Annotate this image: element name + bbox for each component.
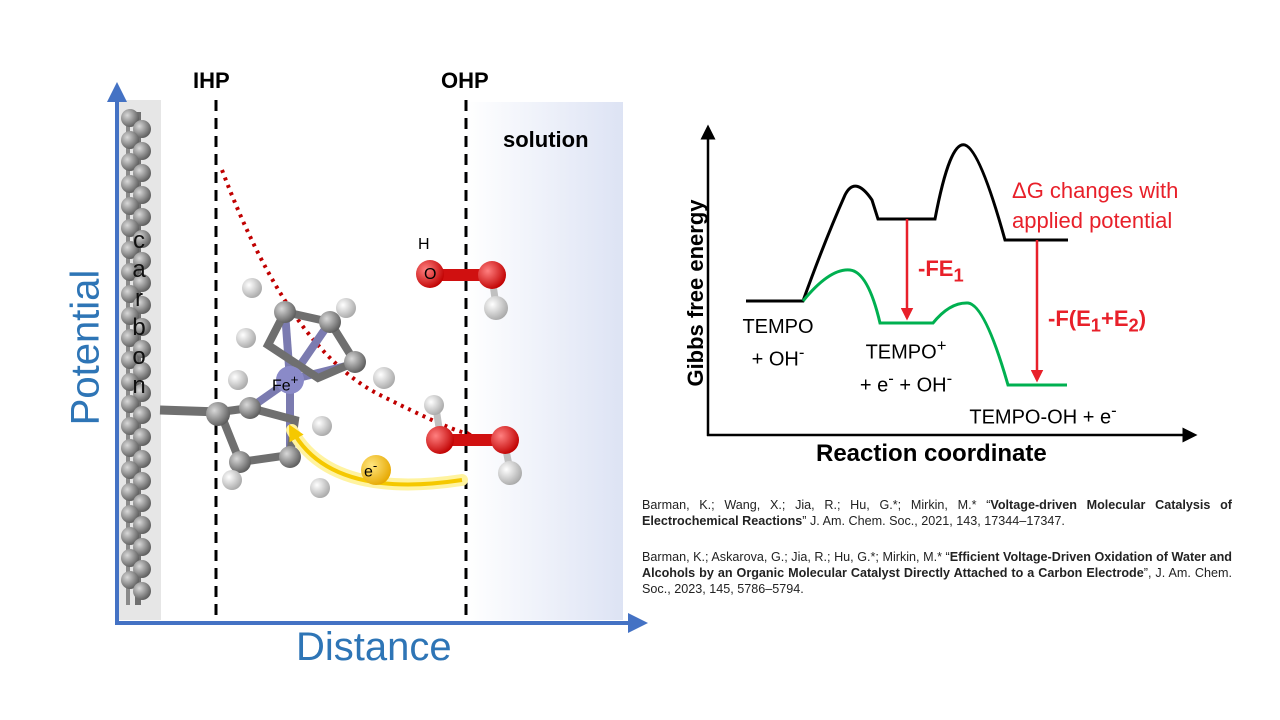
water-molecule-top — [416, 260, 508, 320]
ohp-label: OHP — [441, 68, 489, 93]
carbon-atom — [121, 329, 139, 347]
carbon-atom — [121, 373, 139, 391]
carbon-atom — [133, 450, 151, 468]
carbon-atom — [121, 395, 139, 413]
carbon-atom — [133, 472, 151, 490]
carbon-atom — [121, 131, 139, 149]
reference-2: Barman, K.; Askarova, G.; Jia, R.; Hu, G… — [642, 550, 1232, 596]
carbon-atom — [121, 197, 139, 215]
state-tempo-plus: TEMPO+ + e- + OH- — [859, 336, 953, 397]
carbon-atom — [133, 340, 151, 358]
gibbs-axis-label: Gibbs free energy — [683, 199, 708, 387]
carbon-atom — [133, 296, 151, 314]
carbon-atom — [133, 362, 151, 380]
state-tempo-oh: TEMPO-OH + e- — [969, 401, 1117, 429]
carbon-atom — [133, 274, 151, 292]
carbon-atom — [133, 582, 151, 600]
carbon-atom — [121, 571, 139, 589]
reaction-axis-label: Reaction coordinate — [816, 440, 1047, 467]
carbon-atom — [121, 153, 139, 171]
carbon-atom — [121, 439, 139, 457]
carbon-atom — [133, 230, 151, 248]
carbon-atom — [133, 538, 151, 556]
carbon-chain — [121, 109, 151, 605]
delta-g-note: ΔG changes with applied potential — [1012, 178, 1179, 233]
carbon-atom — [133, 252, 151, 270]
carbon-letter: a — [132, 256, 146, 283]
carbon-atom — [121, 307, 139, 325]
carbon-atom — [121, 109, 139, 127]
distance-axis-label: Distance — [296, 625, 452, 669]
carbon-atom — [121, 417, 139, 435]
ihp-label: IHP — [193, 68, 230, 93]
carbon-letter: n — [132, 372, 146, 399]
carbon-atom — [121, 241, 139, 259]
fe-label: Fe+ — [272, 372, 299, 395]
carbon-atom — [121, 263, 139, 281]
potential-axis-label: Potential — [63, 269, 108, 426]
carbon-atom — [133, 186, 151, 204]
carbon-atom — [133, 560, 151, 578]
carbon-atom — [121, 219, 139, 237]
green-energy-curve — [801, 268, 1067, 387]
carbon-atom — [133, 120, 151, 138]
carbon-atom — [133, 428, 151, 446]
carbon-atom — [121, 461, 139, 479]
potential-curve — [220, 169, 472, 436]
carbon-atom — [133, 164, 151, 182]
carbon-atom — [121, 285, 139, 303]
carbon-atom — [133, 318, 151, 336]
electron-label: e- — [364, 458, 378, 481]
o-label: O — [424, 266, 437, 283]
carbon-atom — [133, 494, 151, 512]
carbon-atom — [121, 505, 139, 523]
fe1-label: -FE1 — [918, 256, 964, 286]
state-tempo: TEMPO + OH- — [742, 316, 814, 371]
black-energy-curve — [746, 143, 1068, 303]
carbon-atom — [121, 527, 139, 545]
carbon-atom — [133, 406, 151, 424]
carbon-atom — [133, 516, 151, 534]
h-label: H — [418, 236, 430, 253]
carbon-atom — [121, 483, 139, 501]
carbon-letter: r — [135, 285, 143, 312]
carbon-atom — [133, 208, 151, 226]
solution-region — [466, 102, 623, 620]
carbon-atom — [121, 549, 139, 567]
reference-1: Barman, K.; Wang, X.; Jia, R.; Hu, G.*; … — [642, 498, 1232, 528]
solution-label: solution — [503, 127, 589, 152]
carbon-letter: o — [132, 343, 146, 370]
carbon-letter: b — [132, 314, 146, 341]
electron-ball — [361, 455, 391, 485]
fe12-label: -F(E1+E2) — [1048, 306, 1147, 336]
carbon-atom — [133, 384, 151, 402]
carbon-atom — [121, 175, 139, 193]
carbon-label: c a r b o n — [128, 226, 150, 400]
water-molecule-bottom — [424, 395, 522, 485]
carbon-atom — [121, 351, 139, 369]
carbon-atom — [133, 142, 151, 160]
carbon-letter: c — [133, 227, 145, 254]
